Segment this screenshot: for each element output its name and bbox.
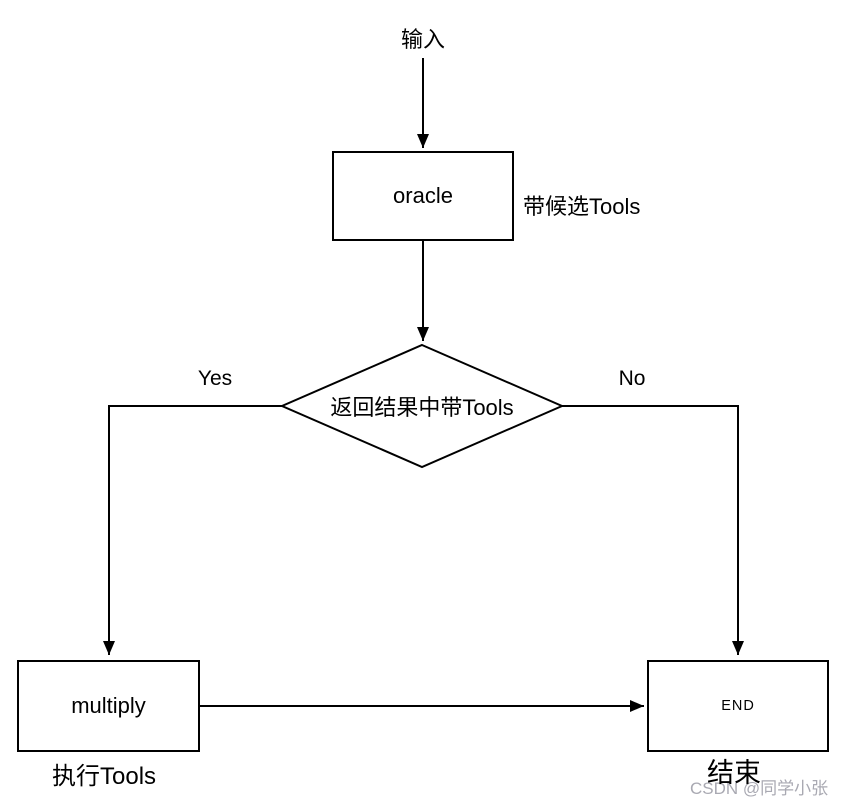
no-edge-label: No [618, 367, 646, 390]
multiply-node-label: multiply [71, 693, 146, 718]
decision-label: 返回结果中带Tools [330, 395, 514, 420]
oracle-note-label: 带候选Tools [523, 194, 641, 219]
multiply-note-label: 执行Tools [52, 763, 157, 790]
end-node-label: END [721, 698, 755, 714]
multiply-node-box [17, 660, 200, 752]
oracle-node-label: oracle [393, 183, 453, 208]
csdn-watermark: CSDN @同学小张 [690, 779, 829, 798]
arrow-no-to-end [562, 405, 744, 655]
yes-edge-label: Yes [197, 367, 233, 390]
start-label: 输入 [400, 27, 446, 52]
end-note-label: 结束 [707, 758, 761, 788]
arrow-yes-to-multiply [103, 405, 282, 655]
end-node-box [647, 660, 829, 752]
decision-diamond [279, 343, 565, 469]
